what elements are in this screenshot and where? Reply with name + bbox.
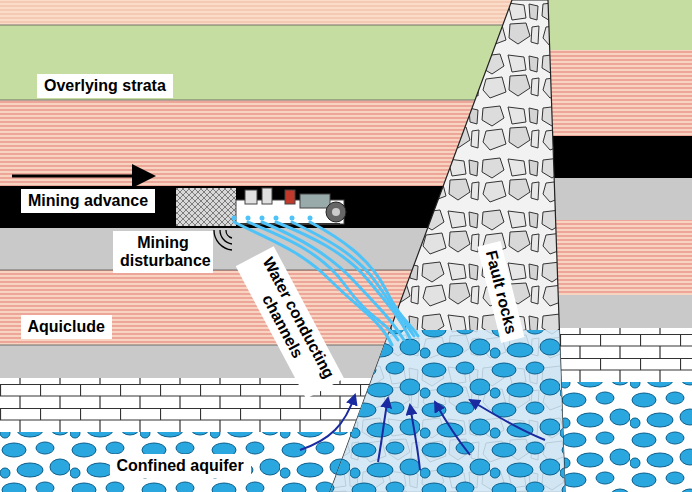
label-box: Confined aquifer — [110, 454, 251, 478]
label-text: Water conducting channels — [242, 253, 338, 390]
channel-drops — [232, 216, 313, 221]
label-box: Fault rocks — [476, 241, 524, 343]
advance-arrow — [12, 175, 150, 178]
flow-arrows — [300, 395, 545, 470]
label-box: Mining disturbance — [113, 231, 213, 274]
label-text: Overlying strata — [44, 77, 166, 95]
disturbance-arcs — [214, 230, 232, 250]
label-text: Confined aquifer — [117, 457, 244, 475]
label-box: Overlying strata — [37, 74, 173, 98]
label-text: Fault rocks — [481, 249, 519, 336]
goaf — [176, 188, 236, 226]
fault-water — [300, 330, 600, 492]
label-text: Aquiclude — [28, 318, 105, 336]
label-text: Mining advance — [28, 192, 148, 210]
label-text: Mining disturbance — [120, 234, 206, 271]
label-box: Aquiclude — [21, 315, 112, 339]
shearer — [236, 188, 346, 224]
label-box: Water conducting channels — [236, 246, 344, 399]
label-box: Mining advance — [21, 189, 155, 213]
